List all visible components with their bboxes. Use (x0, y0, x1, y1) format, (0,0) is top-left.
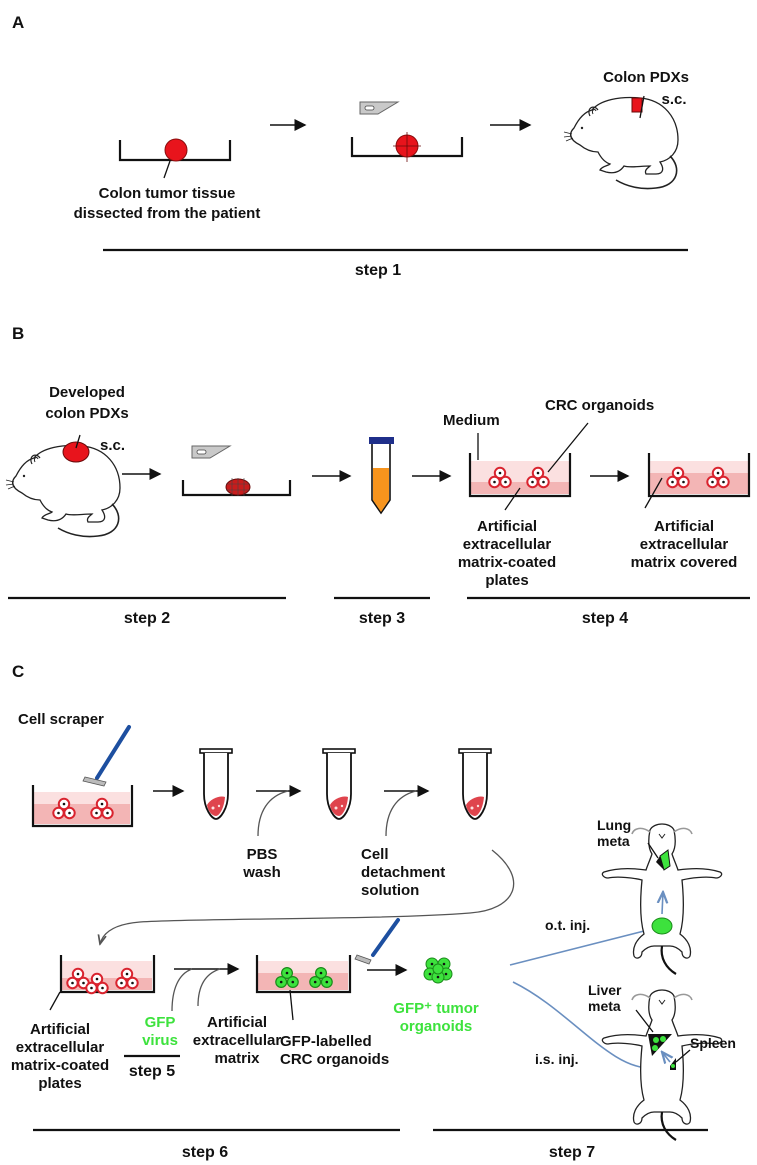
ecm-input-curve (197, 968, 221, 1007)
developed-tumor (62, 441, 90, 463)
tube-3 (458, 748, 492, 820)
gfp-tumor-line2: organoids (400, 1018, 473, 1035)
plate-replated (59, 955, 156, 995)
svg-text:matrix-coated: matrix-coated (11, 1057, 109, 1074)
mouse-liver-model (601, 988, 723, 1142)
svg-text:plates: plates (38, 1075, 81, 1092)
detach-label-line2: detachment (361, 864, 445, 881)
pdx-label: Colon PDXs (603, 69, 689, 86)
virus-input-curve (171, 968, 193, 1012)
conical-tube (369, 437, 394, 515)
dish-cut-tumor (350, 132, 464, 162)
plate-gfp (255, 955, 352, 994)
plate-coated (468, 453, 572, 498)
svg-text:extracellular: extracellular (463, 536, 552, 553)
gfp-labelled-line1: GFP-labelled (280, 1033, 372, 1050)
ecm-label: Artificial extracellular matrix (193, 1014, 282, 1067)
tube-1 (199, 748, 233, 820)
ot-injection-arrow (509, 928, 656, 966)
covered-label: Artificial extracellular matrix covered (631, 518, 738, 571)
step-5-label: step 5 (129, 1063, 175, 1080)
gfp-tumor-organoid (423, 957, 453, 984)
sc-label-b: s.c. (100, 437, 125, 454)
mouse-with-pdx (563, 96, 679, 190)
plate-scrape (31, 785, 134, 828)
panel-c-letter: C (12, 662, 24, 681)
svg-text:matrix: matrix (214, 1050, 260, 1067)
is-inj-label: i.s. inj. (535, 1051, 579, 1067)
svg-text:Artificial: Artificial (207, 1014, 267, 1031)
return-curve-arrow (100, 849, 515, 944)
svg-text:Artificial: Artificial (30, 1021, 90, 1038)
lung-meta-line2: meta (597, 833, 630, 849)
tumor-label-line1: Colon tumor tissue (99, 185, 236, 202)
detach-input-curve (385, 790, 417, 837)
cell-scraper-icon-2 (354, 918, 400, 965)
cell-scraper-label: Cell scraper (18, 711, 104, 728)
gfp-virus-line1: GFP (145, 1014, 176, 1031)
cell-scraper-icon (82, 725, 131, 787)
gfp-labelled-line2: CRC organoids (280, 1051, 389, 1068)
svg-text:Artificial: Artificial (654, 518, 714, 535)
mouse-developed-pdx (5, 441, 121, 538)
pbs-label-line1: PBS (247, 846, 278, 863)
step-1-label: step 1 (355, 262, 401, 279)
plate-covered (647, 453, 751, 498)
detach-label-line3: solution (361, 882, 419, 899)
coated-plates-label: Artificial extracellular matrix-coated p… (458, 518, 556, 589)
developed-label-line2: colon PDXs (45, 405, 128, 422)
scalpel-icon-b (191, 445, 231, 459)
is-injection-arrow (512, 981, 652, 1068)
coated-plates-label-c: Artificial extracellular matrix-coated p… (11, 1021, 109, 1092)
tumor-label-line2: dissected from the patient (74, 205, 261, 222)
step-6-label: step 6 (182, 1144, 228, 1161)
spleen-label: Spleen (690, 1035, 736, 1051)
panel-a-letter: A (12, 13, 24, 32)
dish-with-tumor (118, 138, 232, 179)
lung-meta-line1: Lung (597, 817, 631, 833)
pbs-label-line2: wash (242, 864, 281, 881)
mouse-lung-model (601, 822, 723, 976)
gfp-tumor-line1: GFP⁺ tumor (393, 1000, 479, 1017)
dish-minced-tumor (181, 478, 292, 497)
sc-label-a: s.c. (661, 91, 686, 108)
svg-text:extracellular: extracellular (16, 1039, 105, 1056)
liver-meta-line2: meta (588, 998, 621, 1014)
svg-text:matrix-coated: matrix-coated (458, 554, 556, 571)
step-2-label: step 2 (124, 610, 170, 627)
step-7-label: step 7 (549, 1144, 595, 1161)
step-4-label: step 4 (582, 610, 628, 627)
gfp-virus-line2: virus (142, 1032, 178, 1049)
svg-text:matrix covered: matrix covered (631, 554, 738, 571)
medium-label: Medium (443, 412, 500, 429)
developed-label-line1: Developed (49, 384, 125, 401)
step-3-label: step 3 (359, 610, 405, 627)
tumor-tissue (164, 138, 188, 162)
svg-text:plates: plates (485, 572, 528, 589)
svg-text:extracellular: extracellular (640, 536, 729, 553)
crc-organoids-label: CRC organoids (545, 397, 654, 414)
ot-inj-label: o.t. inj. (545, 917, 590, 933)
svg-text:extracellular: extracellular (193, 1032, 282, 1049)
svg-text:Artificial: Artificial (477, 518, 537, 535)
tube-cap (369, 437, 394, 444)
scalpel-icon (359, 101, 399, 115)
tube-2 (322, 748, 356, 820)
panel-b-letter: B (12, 324, 24, 343)
pdx-tumor (631, 97, 643, 113)
pbs-input-curve (257, 790, 289, 837)
detach-label-line1: Cell (361, 846, 389, 863)
liver-meta-line1: Liver (588, 982, 622, 998)
